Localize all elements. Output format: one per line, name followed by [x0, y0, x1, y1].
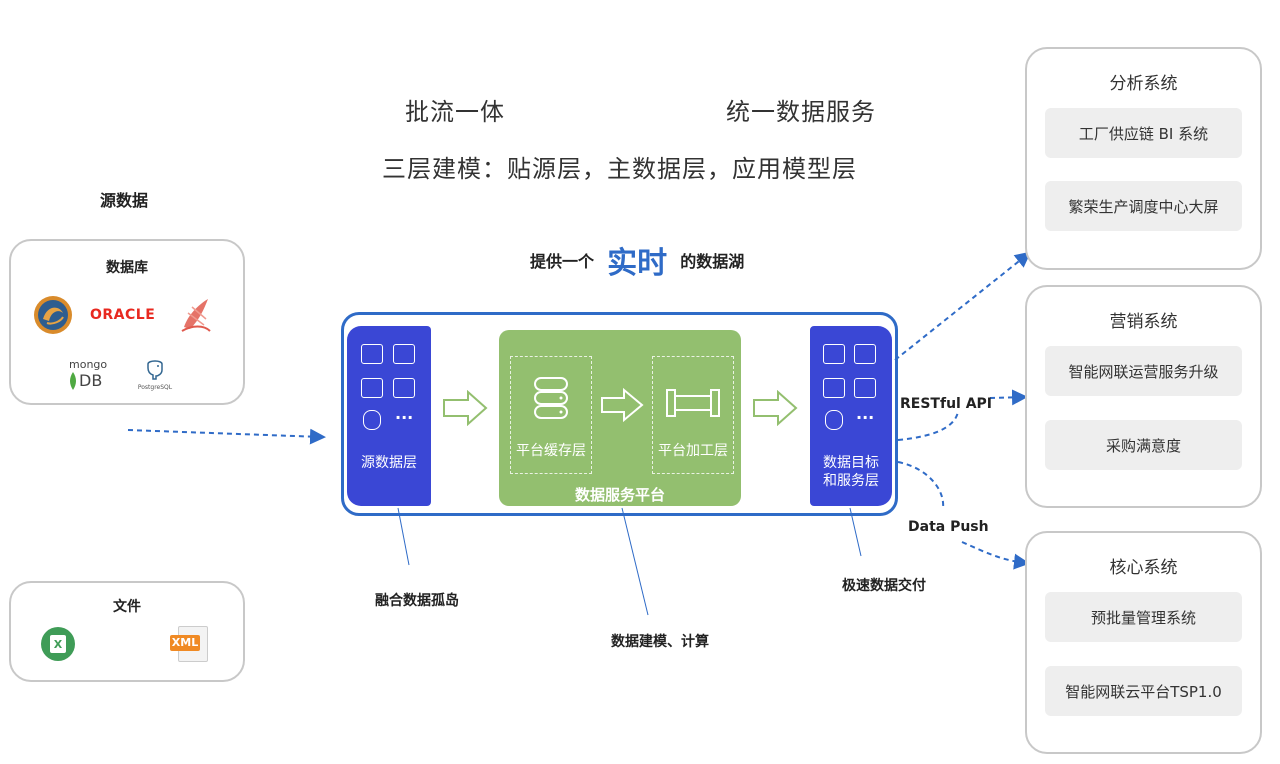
marketing-system-title: 营销系统: [1109, 312, 1178, 332]
oracle-mini-icon: [361, 378, 383, 398]
postgresql-mini-icon: [854, 344, 876, 364]
sqlserver-mini-icon: [393, 378, 415, 398]
database-mini-icon: [825, 410, 843, 430]
headline-batch-stream: 批流一体: [405, 98, 505, 126]
restful-flow-arrow: [897, 411, 959, 441]
push-label: Data Push: [908, 519, 989, 535]
headline-three-layer: 三层建模：贴源层，主数据层，应用模型层: [382, 155, 857, 183]
core-system-item: 预批量管理系统: [1045, 592, 1242, 642]
restful-flow-arrow-tail: [989, 389, 1028, 406]
postgresql-text: PostgreSQL: [137, 384, 173, 391]
pipe-icon: [666, 389, 720, 417]
marketing-system-box: 营销系统 智能网联运营服务升级 采购满意度: [1025, 285, 1262, 508]
delivery-label: 极速数据交付: [842, 578, 926, 594]
mysql-logo-icon: [33, 295, 73, 335]
processing-layer-label: 平台加工层: [658, 443, 728, 459]
elephant-icon: [147, 360, 163, 380]
fuse-label: 融合数据孤岛: [375, 593, 459, 609]
analysis-flow-arrow: [894, 251, 1032, 361]
service-platform-label: 数据服务平台: [574, 486, 665, 504]
sqlserver-logo-icon: [178, 295, 214, 335]
file-box: 文件 X XML: [9, 581, 245, 682]
mongodb-logo-line2: DB: [79, 371, 103, 390]
delivery-pointer-line: [849, 507, 862, 557]
excel-logo-icon: X: [41, 627, 75, 661]
target-layer-label-1: 数据目标: [823, 455, 879, 471]
process-arrow-icon: [601, 388, 644, 422]
platform-frame: [341, 312, 898, 516]
headline-unified-service: 统一数据服务: [726, 98, 876, 126]
more-ellipsis: ···: [395, 408, 414, 427]
oracle-mini-icon: [823, 378, 845, 398]
analysis-system-item: 工厂供应链 BI 系统: [1045, 108, 1242, 158]
fuse-pointer-line: [397, 507, 410, 566]
source-title: 源数据: [100, 191, 149, 210]
analysis-system-title: 分析系统: [1109, 74, 1178, 94]
database-mini-icon: [363, 410, 381, 430]
push-flow-arrow: [897, 461, 945, 509]
source-flow-arrow: [127, 428, 326, 445]
realtime-post: 的数据湖: [680, 252, 745, 271]
processing-layer-box: [652, 356, 734, 474]
source-layer-panel: ··· 源数据层: [347, 326, 431, 506]
cache-layer-box: [510, 356, 592, 474]
core-system-item: 智能网联云平台TSP1.0: [1045, 666, 1242, 716]
source-layer-label: 源数据层: [361, 455, 417, 471]
realtime-key: 实时: [607, 246, 668, 281]
target-layer-label-2: 和服务层: [823, 473, 879, 489]
mongodb-leaf-icon: [70, 371, 76, 390]
realtime-tagline: 提供一个 实时 的数据湖: [530, 238, 744, 282]
flow-arrow-icon: [443, 390, 488, 426]
xml-logo-text: XML: [170, 635, 200, 651]
marketing-system-item: 采购满意度: [1045, 420, 1242, 470]
database-stack-icon: [534, 377, 568, 419]
database-box-title: 数据库: [106, 260, 148, 276]
push-flow-arrow-tail: [961, 541, 1030, 570]
restful-label: RESTful API: [900, 396, 993, 412]
mysql-mini-icon: [823, 344, 845, 364]
modeling-label: 数据建模、计算: [611, 634, 709, 650]
mysql-mini-icon: [361, 344, 383, 364]
marketing-system-item: 智能网联运营服务升级: [1045, 346, 1242, 396]
postgresql-mini-icon: [393, 344, 415, 364]
mongodb-logo: mongo DB: [69, 359, 119, 393]
realtime-pre: 提供一个: [530, 252, 595, 271]
excel-logo-text: X: [53, 637, 63, 651]
oracle-logo: ORACLE: [90, 307, 156, 323]
sqlserver-mini-icon: [854, 378, 876, 398]
core-system-title: 核心系统: [1109, 558, 1178, 578]
database-box: 数据库 ORACLE mongo DB PostgreSQL: [9, 239, 245, 405]
modeling-pointer-line: [621, 507, 649, 616]
more-ellipsis: ···: [856, 408, 875, 427]
core-system-box: 核心系统 预批量管理系统 智能网联云平台TSP1.0: [1025, 531, 1262, 754]
mongodb-logo-line1: mongo: [69, 358, 108, 371]
xml-logo-icon: XML: [170, 626, 208, 662]
file-box-title: 文件: [113, 599, 141, 615]
target-layer-panel: ··· 数据目标 和服务层: [810, 326, 892, 506]
flow-arrow-icon: [753, 390, 798, 426]
analysis-system-box: 分析系统 工厂供应链 BI 系统 繁荣生产调度中心大屏: [1025, 47, 1262, 270]
data-service-platform: 平台缓存层 平台加工层 数据服务平台: [499, 330, 741, 506]
cache-layer-label: 平台缓存层: [516, 443, 586, 459]
postgresql-logo: PostgreSQL: [137, 358, 173, 394]
analysis-system-item: 繁荣生产调度中心大屏: [1045, 181, 1242, 231]
